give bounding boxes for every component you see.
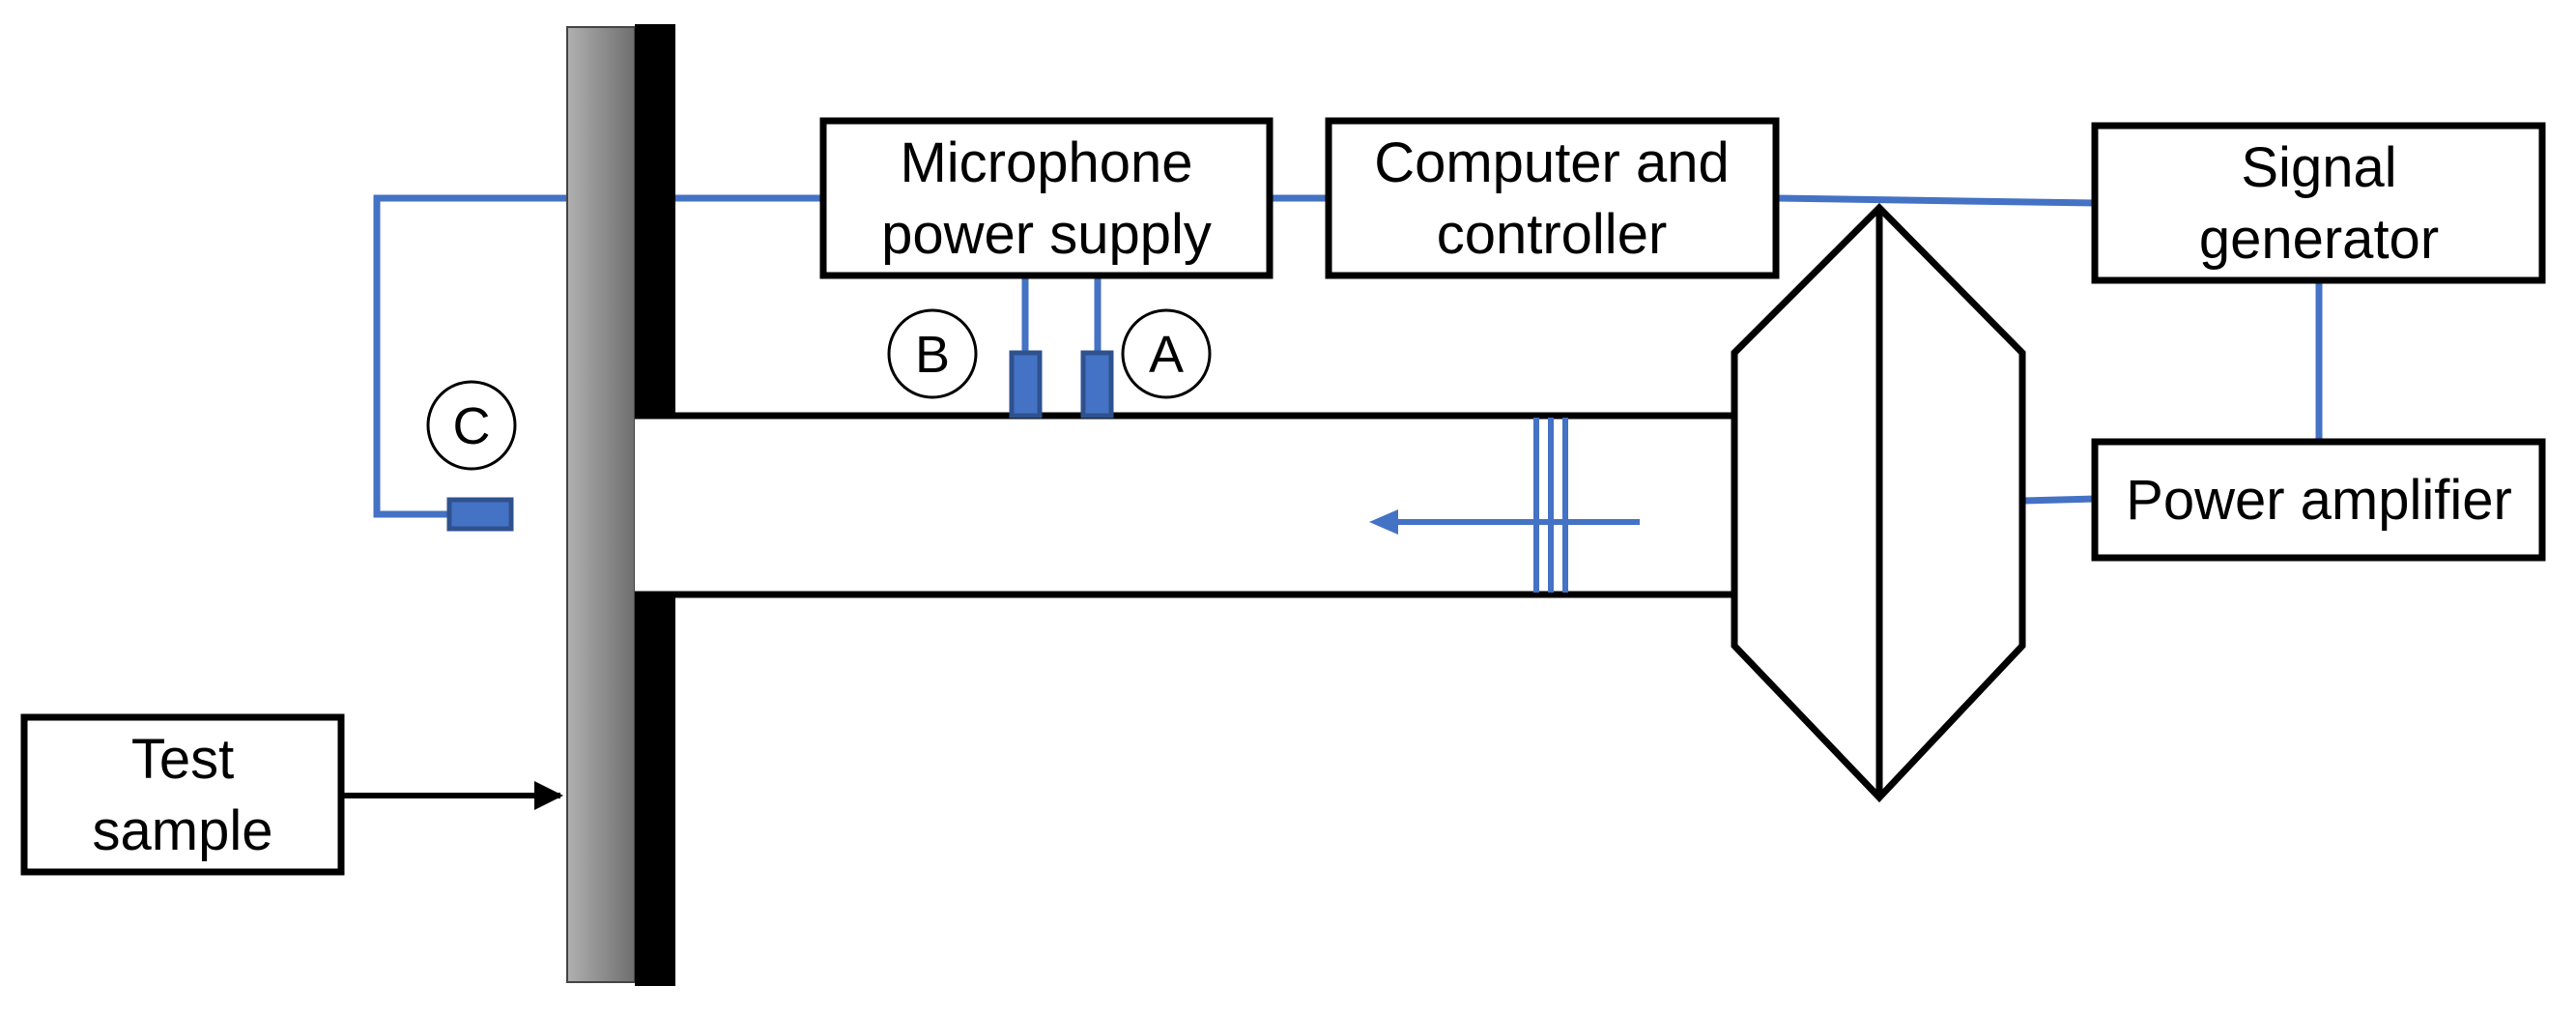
test-sample-box: Test sample <box>20 713 345 876</box>
mic-label-b-text: B <box>915 326 950 384</box>
computer-controller-line-2: controller <box>1437 203 1668 266</box>
mic-power-supply-line-2: power supply <box>881 203 1212 266</box>
wire-computer-signal <box>1775 194 2096 207</box>
test-sample-line-2: sample <box>93 799 273 862</box>
signal-generator-line-2: generator <box>2199 208 2439 271</box>
mic-label-a-text: A <box>1149 326 1184 384</box>
computer-controller-line-1: Computer and <box>1374 131 1730 194</box>
microphone-power-supply-box: Microphone power supply <box>819 117 1274 279</box>
wire-amplifier-speaker <box>2022 495 2096 505</box>
power-amplifier-box: Power amplifier <box>2091 438 2546 562</box>
microphone-a <box>1080 350 1114 419</box>
mic-power-supply-line-1: Microphone <box>900 131 1192 194</box>
microphone-b <box>1009 350 1043 419</box>
sound-wave-indicator <box>1391 418 1640 593</box>
microphone-c <box>446 497 514 532</box>
mic-label-c: C <box>426 380 517 471</box>
signal-generator-box: Signal generator <box>2091 122 2546 284</box>
mic-label-b: B <box>887 308 978 399</box>
sample-holder-gray <box>566 26 636 983</box>
wave-direction-arrow-head <box>1369 509 1398 535</box>
mic-label-a: A <box>1121 308 1212 399</box>
signal-generator-line-1: Signal <box>2241 136 2396 199</box>
computer-controller-box: Computer and controller <box>1325 117 1780 279</box>
test-sample-line-1: Test <box>131 728 234 791</box>
power-amplifier-label: Power amplifier <box>2126 469 2512 532</box>
mic-label-c-text: C <box>453 397 491 455</box>
